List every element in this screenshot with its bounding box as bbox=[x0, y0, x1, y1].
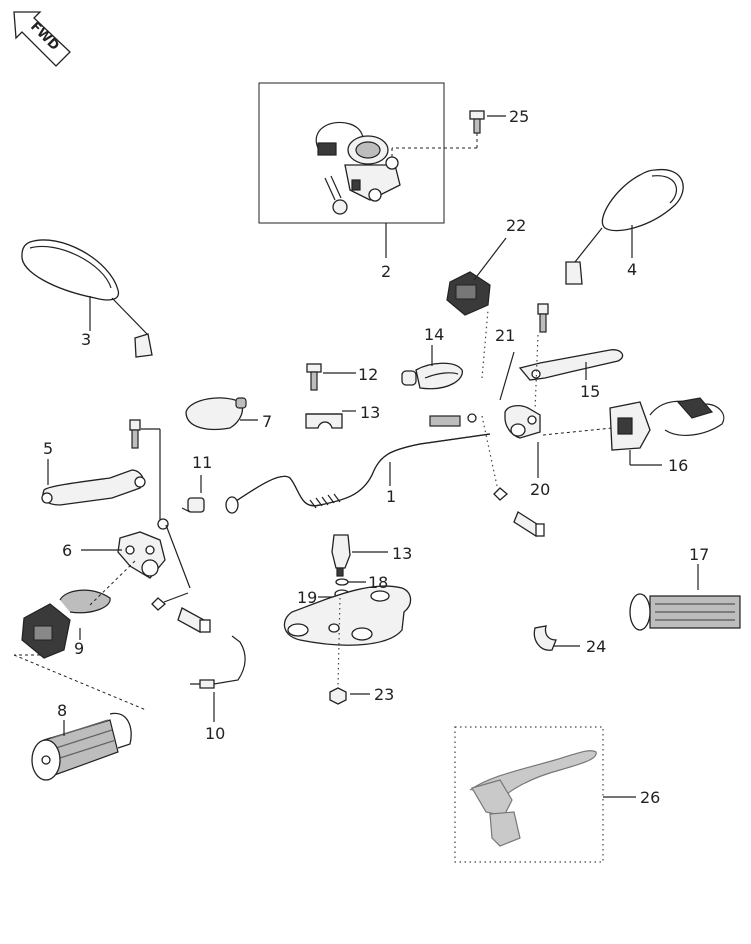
callout-10: 10 bbox=[205, 724, 225, 743]
callout-1: 1 bbox=[386, 487, 396, 506]
callout-8: 8 bbox=[57, 701, 67, 720]
callout-2: 2 bbox=[381, 262, 391, 281]
part-clamp-13-upper bbox=[305, 413, 343, 429]
callout-6: 6 bbox=[62, 541, 72, 560]
callout-13-upper: 13 bbox=[360, 403, 380, 422]
part-nut-23 bbox=[329, 687, 347, 705]
part-left-mirror bbox=[21, 239, 153, 358]
part-bar-weight-7 bbox=[185, 397, 247, 431]
part-bar-end-14 bbox=[401, 362, 463, 390]
callout-16: 16 bbox=[668, 456, 688, 475]
part-left-grip-8 bbox=[31, 712, 132, 781]
part-lever-5 bbox=[41, 469, 146, 506]
part-right-grip-17 bbox=[629, 593, 741, 631]
callout-13-lower: 13 bbox=[392, 544, 412, 563]
part-bolt-lower-left bbox=[151, 597, 211, 633]
callout-19: 19 bbox=[297, 588, 317, 607]
part-bolt-12 bbox=[306, 363, 322, 391]
part-cable-10 bbox=[190, 635, 246, 689]
callout-26: 26 bbox=[640, 788, 660, 807]
fwd-arrow-icon: FWD bbox=[13, 11, 71, 67]
callout-12: 12 bbox=[358, 365, 378, 384]
part-bolt-lower-right bbox=[493, 487, 545, 537]
part-bolt-21 bbox=[537, 303, 549, 333]
part-adjuster-11 bbox=[181, 497, 205, 513]
part-handlebar bbox=[225, 433, 491, 514]
part-lever-15 bbox=[518, 349, 624, 381]
callout-17: 17 bbox=[689, 545, 709, 564]
callout-20: 20 bbox=[530, 480, 550, 499]
part-lever-assembly-26 bbox=[454, 726, 604, 863]
part-master-cylinder-20 bbox=[429, 405, 541, 439]
callout-11: 11 bbox=[192, 453, 212, 472]
part-clip-24 bbox=[533, 625, 557, 651]
callout-15: 15 bbox=[580, 382, 600, 401]
callout-22: 22 bbox=[506, 216, 526, 235]
callout-7: 7 bbox=[262, 412, 272, 431]
callout-5: 5 bbox=[43, 439, 53, 458]
part-clamp-6 bbox=[117, 419, 166, 579]
callout-4: 4 bbox=[627, 260, 637, 279]
callout-9: 9 bbox=[74, 639, 84, 658]
part-right-switch-16 bbox=[609, 397, 725, 451]
part-left-switch-9 bbox=[21, 589, 111, 659]
part-riser-13 bbox=[331, 534, 351, 577]
part-bolt-25 bbox=[469, 110, 485, 134]
part-right-mirror bbox=[565, 169, 684, 285]
callout-18: 18 bbox=[368, 573, 388, 592]
callout-14: 14 bbox=[424, 325, 444, 344]
callout-3: 3 bbox=[81, 330, 91, 349]
callout-23: 23 bbox=[374, 685, 394, 704]
callout-25: 25 bbox=[509, 107, 529, 126]
callout-24: 24 bbox=[586, 637, 606, 656]
callout-21: 21 bbox=[495, 326, 515, 345]
part-ignition-switch-kit bbox=[258, 82, 445, 224]
part-bracket-plate bbox=[283, 585, 412, 646]
part-switch-22 bbox=[446, 271, 491, 316]
